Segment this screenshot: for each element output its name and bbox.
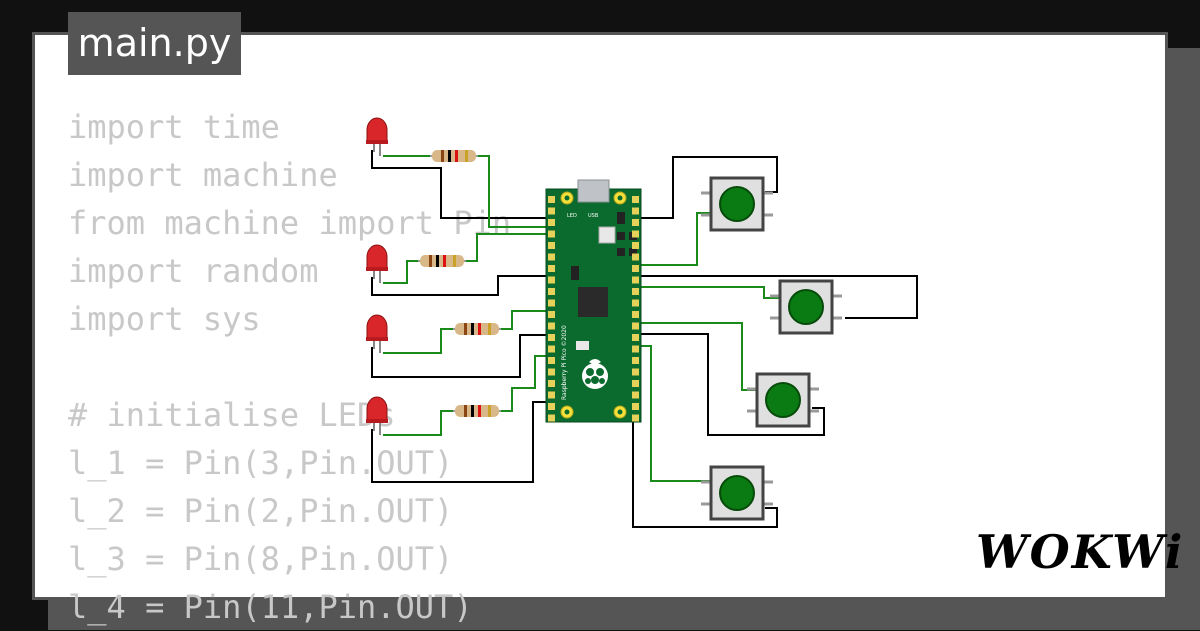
code-line: import machine (68, 156, 338, 194)
led-4[interactable] (366, 396, 388, 435)
pin-pad (548, 253, 555, 261)
pin-pad (548, 403, 555, 410)
pin-pad (632, 368, 639, 376)
pin-pad (632, 230, 639, 238)
pin-pad (632, 311, 639, 318)
pin-pad (632, 322, 639, 330)
wire (477, 155, 548, 228)
wire (632, 392, 778, 528)
code-editor[interactable]: import time import machine from machine im… (68, 103, 511, 631)
led-1[interactable] (366, 117, 388, 156)
wire (383, 328, 455, 354)
pin-pad (632, 196, 639, 203)
pin-pad (548, 288, 555, 295)
pin-pad (632, 391, 639, 399)
pushbutton-1[interactable] (701, 176, 773, 232)
pin-header-right (632, 196, 639, 422)
code-line: l_2 = Pin(2,Pin.OUT) (68, 492, 454, 530)
code-line: import sys (68, 300, 261, 338)
pin-pad (548, 368, 555, 376)
pushbutton-3[interactable] (747, 372, 819, 428)
pin-pad (632, 253, 639, 261)
wire (633, 333, 825, 436)
pin-pad (632, 380, 639, 387)
wire (633, 212, 712, 266)
wire (371, 334, 548, 378)
pin-pad (632, 334, 639, 341)
black-wires (371, 150, 918, 528)
pin-pad (632, 242, 639, 249)
wire (383, 410, 455, 436)
pin-pad (548, 196, 555, 203)
pin-pad (548, 242, 555, 249)
led-silkscreen: LED (567, 213, 577, 219)
pin-pad (632, 414, 639, 422)
wire (371, 150, 548, 219)
pin-pad (632, 288, 639, 295)
pin-pad (632, 403, 639, 410)
pin-pad (548, 414, 555, 422)
code-line: l_4 = Pin(11,Pin.OUT) (68, 588, 473, 626)
pin-pad (548, 265, 555, 272)
resistor-1[interactable] (430, 150, 478, 162)
board-label: Raspberry Pi Pico ©2020 (561, 325, 568, 400)
code-line: l_3 = Pin(8,Pin.OUT) (68, 540, 454, 578)
pin-pad (548, 334, 555, 341)
pin-pad (632, 265, 639, 272)
pico-board[interactable]: LED USB Raspberry Pi Pico ©2020 (545, 179, 642, 423)
wire (633, 156, 778, 219)
wire (371, 275, 548, 296)
pin-pad (632, 299, 639, 307)
wire (499, 355, 548, 412)
pin-header-left (548, 196, 555, 422)
pin-pad (548, 311, 555, 318)
code-line: from machine import Pin (68, 204, 512, 242)
code-line: l_1 = Pin(3,Pin.OUT) (68, 444, 454, 482)
pin-pad (548, 299, 555, 307)
pin-pad (548, 322, 555, 330)
file-tab-main-py[interactable]: main.py (68, 12, 241, 75)
code-line: import time (68, 108, 280, 146)
resistor-4[interactable] (453, 405, 501, 417)
usb-silkscreen: USB (588, 213, 599, 219)
pin-pad (548, 276, 555, 284)
pin-pad (548, 207, 555, 215)
wire (499, 310, 548, 330)
wire (633, 286, 780, 299)
resistor-3[interactable] (453, 323, 501, 335)
pin-pad (548, 391, 555, 399)
raspberry-logo-icon (582, 359, 608, 389)
pin-pad (632, 276, 639, 284)
pin-pad (632, 345, 639, 353)
wire (633, 275, 918, 319)
wire (383, 260, 420, 284)
pin-pad (548, 380, 555, 387)
wire (465, 233, 548, 262)
pin-pad (548, 230, 555, 238)
wokwi-logo: WOKWi (976, 525, 1185, 579)
pin-pad (548, 357, 555, 364)
led-2[interactable] (366, 244, 388, 283)
wire (371, 401, 548, 483)
resistor-2[interactable] (418, 255, 466, 267)
pushbutton-2[interactable] (770, 279, 842, 335)
pin-pad (632, 207, 639, 215)
pin-pad (632, 357, 639, 364)
code-line: import random (68, 252, 319, 290)
pushbutton-4[interactable] (701, 465, 773, 521)
pin-pad (548, 219, 555, 226)
pin-pad (632, 219, 639, 226)
wire (633, 345, 712, 482)
pin-pad (548, 345, 555, 353)
led-3[interactable] (366, 314, 388, 353)
